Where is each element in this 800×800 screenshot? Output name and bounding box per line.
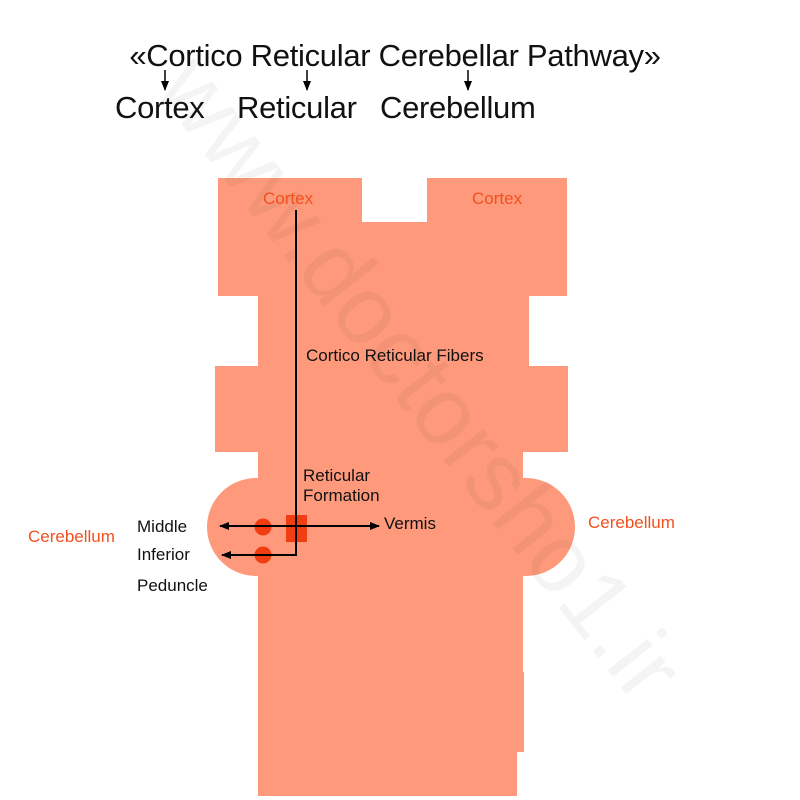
spinal-cord-top <box>258 752 517 796</box>
page-title: «Cortico Reticular Cerebellar Pathway» <box>129 38 661 73</box>
label-peduncle: Peduncle <box>137 576 208 595</box>
cerebellum-lobe-right <box>523 478 575 576</box>
label-cortex-left: Cortex <box>263 189 314 208</box>
label-cerebellum-right: Cerebellum <box>588 513 675 532</box>
medulla-edge <box>517 672 524 752</box>
label-reticular: Reticular <box>303 466 371 485</box>
stem-upper <box>258 296 529 366</box>
pathway-lines <box>219 210 380 559</box>
medulla <box>258 520 523 752</box>
label-vermis: Vermis <box>384 514 436 533</box>
cortex-block-left <box>218 178 362 296</box>
label-inferior: Inferior <box>137 545 190 564</box>
label-cerebellum-left: Cerebellum <box>28 527 115 546</box>
chain-reticular: Reticular <box>237 90 357 125</box>
stem-lower <box>258 452 523 522</box>
label-cortex-right: Cortex <box>472 189 523 208</box>
label-fibers: Cortico Reticular Fibers <box>306 346 484 365</box>
label-middle: Middle <box>137 517 188 536</box>
cortex-bridge <box>362 222 427 296</box>
label-formation: Formation <box>303 486 380 505</box>
brainstem-silhouette <box>207 178 575 796</box>
stem-band <box>215 366 568 452</box>
cortex-block-right <box>427 178 567 296</box>
title-arrows <box>161 70 472 91</box>
chain-cerebellum: Cerebellum <box>380 90 536 125</box>
chain-cortex: Cortex <box>115 90 205 125</box>
arrow-inferior-peduncle <box>221 551 297 559</box>
